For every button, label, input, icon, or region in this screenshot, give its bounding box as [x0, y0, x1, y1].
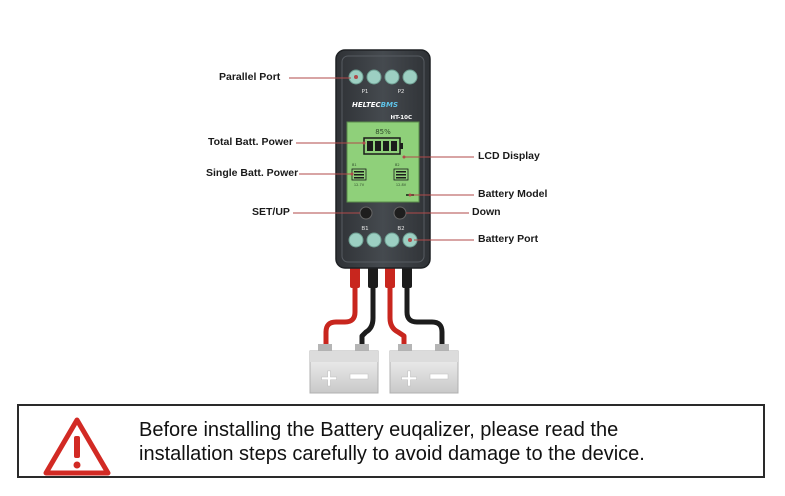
- port-label-p1: P1: [362, 89, 369, 95]
- parallel-ports: [348, 69, 418, 85]
- battery-right: +: [389, 344, 459, 394]
- svg-text:B1: B1: [352, 163, 357, 167]
- port-label-p2: P2: [398, 89, 405, 95]
- callout-down: Down: [472, 206, 501, 218]
- callout-set-up: SET/UP: [252, 206, 290, 218]
- callout-lines: [289, 77, 474, 241]
- down-button: [393, 206, 407, 220]
- model-label: HT-10C: [390, 115, 412, 121]
- battery-ports: [348, 232, 418, 248]
- equalizer-device: P1 P2 HELTECBMS HT-10C 85% B1 B2: [335, 49, 431, 269]
- warning-line-1: Before installing the Battery euqalizer,…: [139, 419, 619, 441]
- cables: [323, 265, 445, 351]
- brand-logo: HELTECBMS: [352, 101, 398, 109]
- svg-text:+: +: [399, 364, 419, 392]
- callout-total-batt-power: Total Batt. Power: [208, 136, 293, 148]
- port-label-b2: B2: [397, 226, 404, 232]
- lcd-screen: 85% B1 B2 12.7V 12.8V: [346, 121, 420, 203]
- warning-text: Before installing the Battery euqalizer,…: [139, 418, 759, 466]
- callout-battery-port: Battery Port: [478, 233, 539, 245]
- lcd-volt-right: 12.8V: [396, 183, 407, 187]
- warning-line-2: installation steps carefully to avoid da…: [139, 443, 645, 465]
- warning-triangle-icon: [43, 417, 111, 476]
- callout-lcd-display: LCD Display: [478, 150, 540, 162]
- callout-dots: [350, 141, 412, 197]
- svg-text:+: +: [319, 364, 339, 392]
- set-up-button: [359, 206, 373, 220]
- battery-left: +: [309, 344, 379, 394]
- callout-single-batt-power: Single Batt. Power: [206, 167, 299, 179]
- port-label-b1: B1: [361, 226, 368, 232]
- warning-box: Before installing the Battery euqalizer,…: [17, 404, 765, 478]
- lcd-percent: 85%: [375, 128, 391, 136]
- svg-text:B2: B2: [395, 163, 400, 167]
- callout-battery-model: Battery Model: [478, 188, 548, 200]
- lcd-volt-left: 12.7V: [354, 183, 365, 187]
- callout-parallel-port: Parallel Port: [219, 71, 281, 83]
